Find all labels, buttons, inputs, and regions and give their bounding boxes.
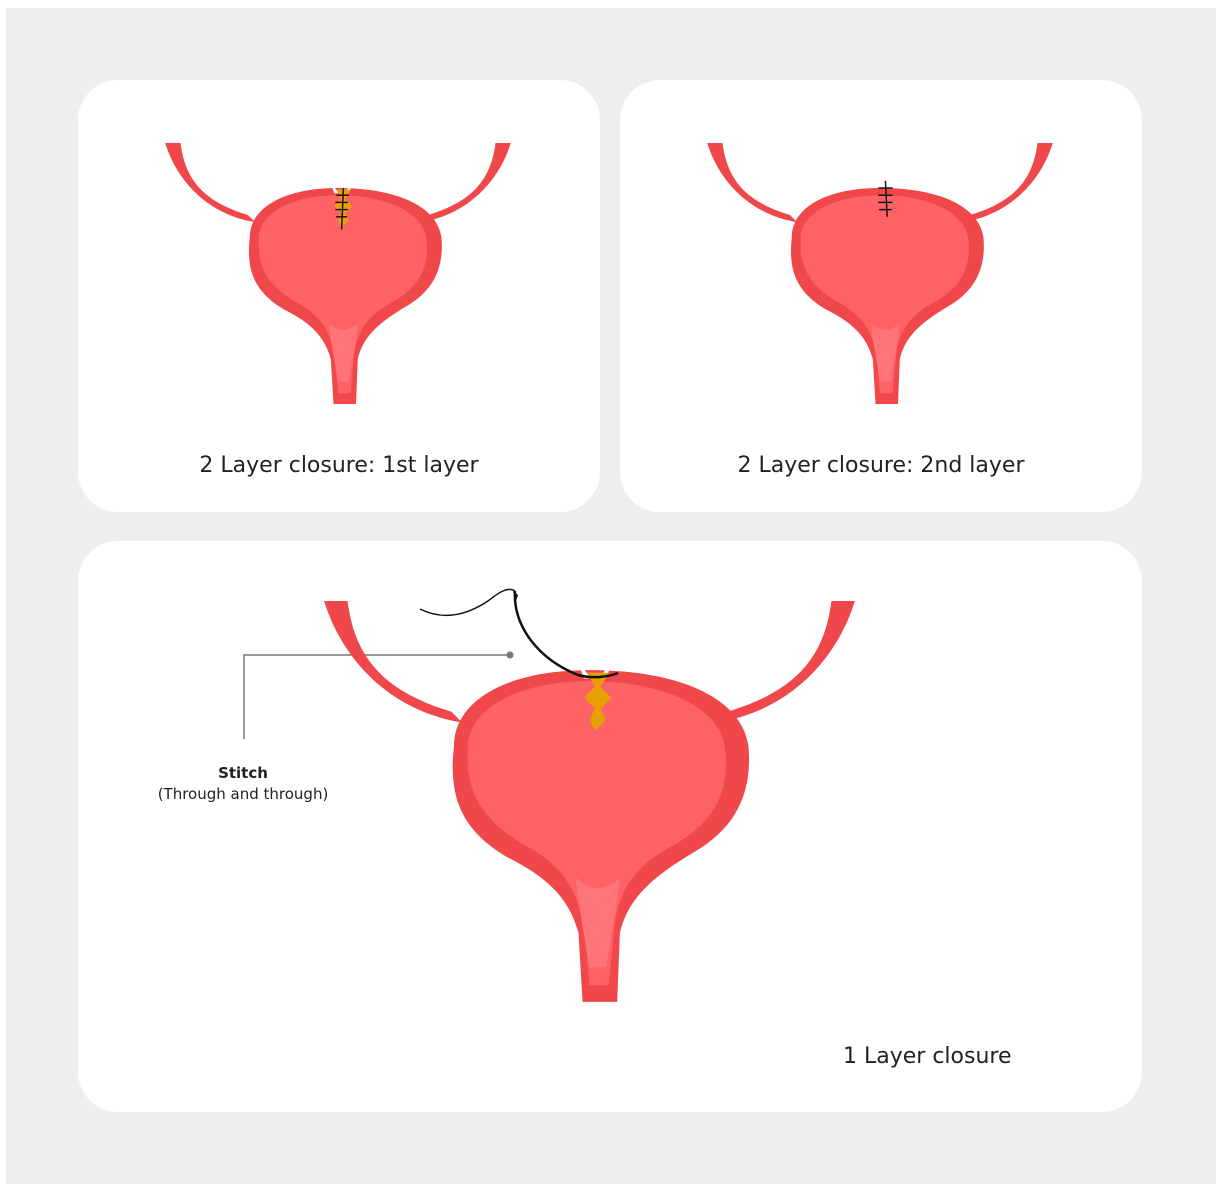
bladder-illustration — [700, 128, 1060, 428]
panel-caption: 1 Layer closure — [843, 1044, 1012, 1069]
bladder-illustration — [158, 128, 518, 428]
stitch-callout-subtitle: (Through and through) — [118, 784, 368, 805]
panel-two-layer-second: 2 Layer closure: 2nd layer — [620, 80, 1142, 512]
stitch-callout-title: Stitch — [118, 763, 368, 784]
panel-one-layer: Stitch (Through and through) 1 Layer clo… — [78, 541, 1142, 1112]
panel-caption: 2 Layer closure: 2nd layer — [620, 453, 1142, 478]
stitch-callout: Stitch (Through and through) — [118, 763, 368, 805]
panel-caption: 2 Layer closure: 1st layer — [78, 453, 600, 478]
panel-two-layer-first: 2 Layer closure: 1st layer — [78, 80, 600, 512]
suture-needle — [78, 541, 1142, 1112]
